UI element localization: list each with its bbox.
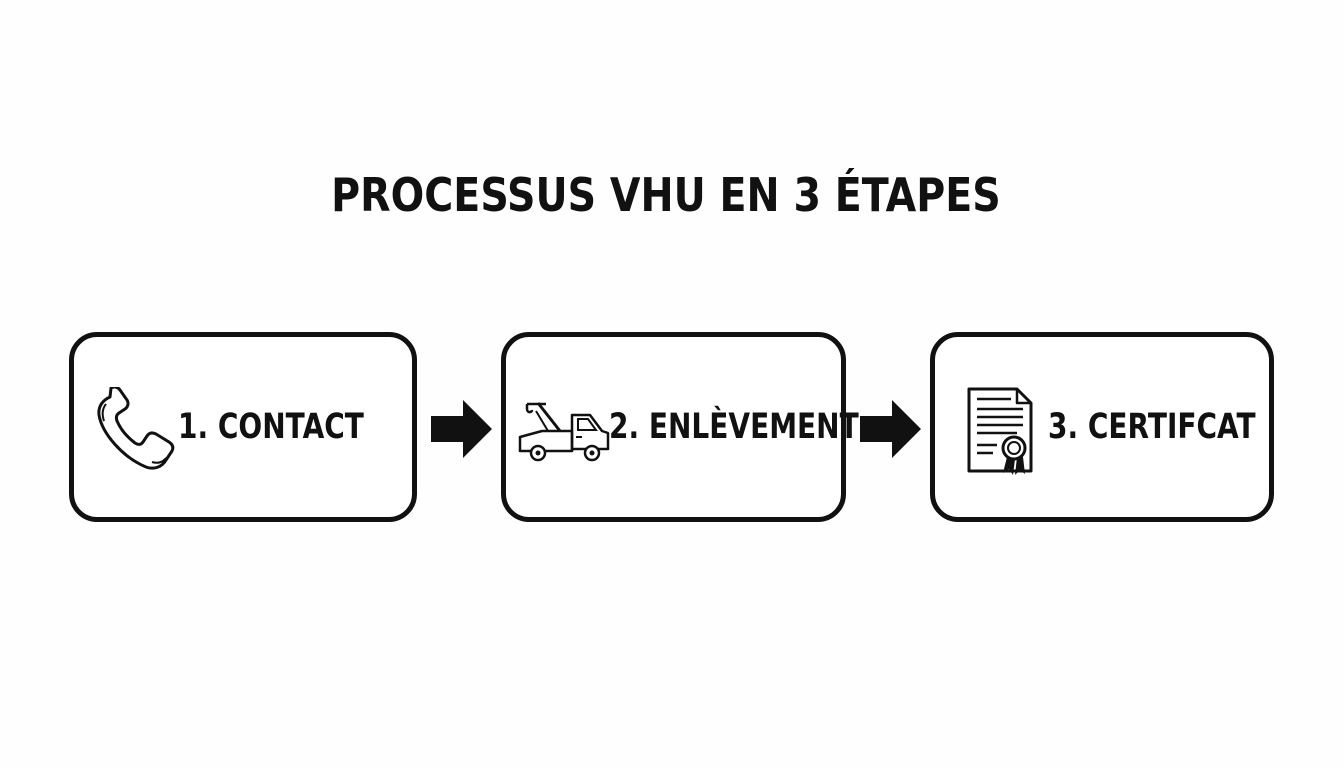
step-box-contact: 1. CONTACT: [69, 332, 417, 522]
step-box-enlevement: 2. ENLÈVEMENT: [501, 332, 859, 522]
step-label-enlevement: 2. ENLÈVEMENT: [609, 407, 859, 447]
arrow-right-icon: [860, 400, 921, 458]
certificate-icon: [967, 387, 1033, 475]
step-label-certificat: 3. CERTIFCAT: [1048, 407, 1256, 447]
step-box-certificat: 3. CERTIFCAT: [930, 332, 1274, 522]
tow-truck-icon: [518, 402, 610, 462]
arrow-right-icon: [431, 400, 492, 458]
diagram-title: PROCESSUS VHU EN 3 ÉTAPES: [331, 168, 1001, 222]
phone-icon: [97, 387, 175, 470]
step-label-contact: 1. CONTACT: [178, 407, 364, 447]
